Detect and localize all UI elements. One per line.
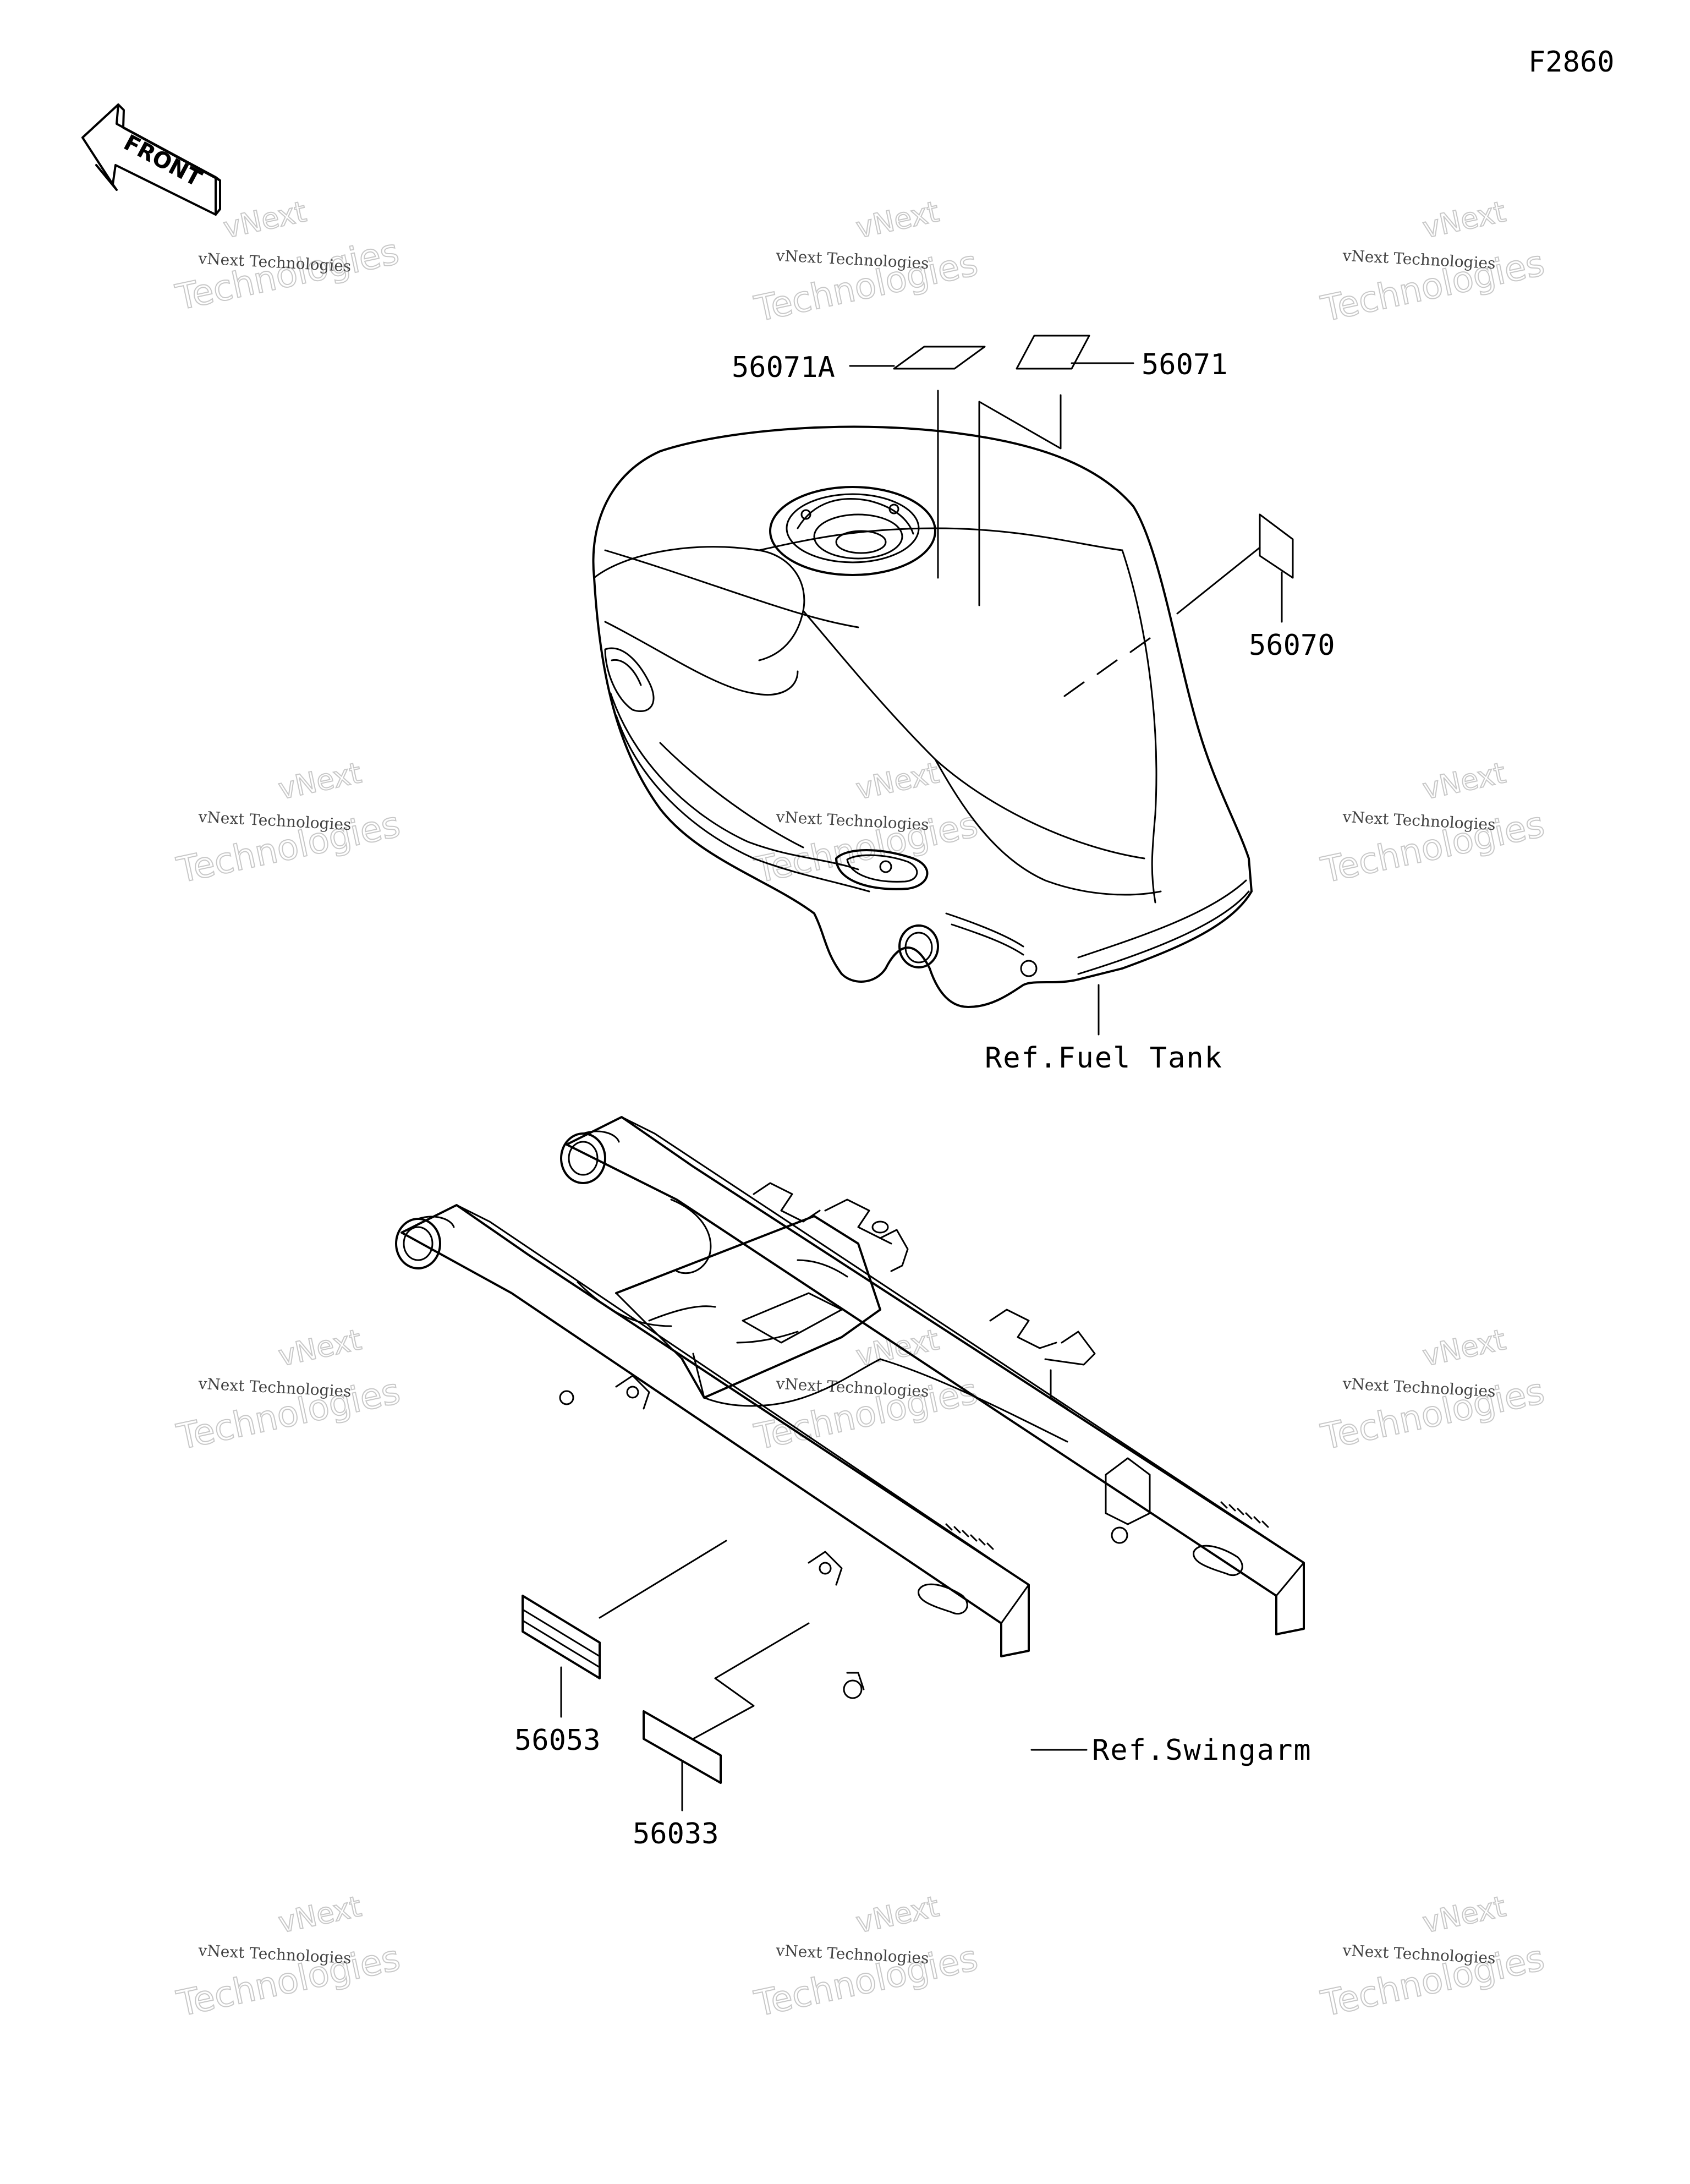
watermark: vNext Technologies vNext Technologies (173, 1890, 404, 2026)
front-arrow-label: FRONT (119, 130, 206, 192)
decal-56033-icon (643, 1710, 722, 1784)
ref-fuel-tank-label: Ref.Fuel Tank (985, 1042, 1223, 1075)
decal-56053-icon (522, 1595, 601, 1679)
svg-text:vNext: vNext (221, 195, 309, 245)
ref-swingarm-label: Ref.Swingarm (1092, 1734, 1312, 1767)
decal-56070-icon (1259, 513, 1294, 579)
swingarm-drawing (395, 1116, 1305, 1699)
svg-text:vNext: vNext (1420, 1890, 1508, 1940)
svg-text:vNext: vNext (853, 757, 942, 806)
front-arrow-icon: FRONT (81, 103, 221, 216)
svg-text:vNext: vNext (853, 1890, 942, 1940)
watermark: vNext Technologies vNext Technologies (750, 195, 982, 331)
watermark: vNext Technologies vNext Technologies (1317, 1890, 1549, 2026)
watermarks: vNext Technologies vNext Technologies vN… (172, 195, 1549, 2026)
watermark: vNext Technologies vNext Technologies (1317, 756, 1549, 892)
figure-code: F2860 (1528, 46, 1615, 79)
decal-56071a-icon (893, 346, 986, 370)
svg-text:vNext: vNext (1420, 757, 1508, 806)
watermark: vNext Technologies vNext Technologies (173, 756, 404, 892)
swingarm-labels: 56053 56033 Ref.Swingarm (514, 1540, 1312, 1851)
svg-text:vNext: vNext (276, 1323, 364, 1373)
watermark: vNext Technologies vNext Technologies (1317, 195, 1549, 331)
svg-text:Technologies: Technologies (172, 232, 403, 319)
svg-text:vNext: vNext (276, 1890, 364, 1940)
svg-text:vNext: vNext (1420, 1323, 1508, 1373)
watermark: vNext Technologies vNext Technologies (173, 1323, 404, 1459)
decal-56071-icon (1016, 335, 1090, 370)
watermark: vNext Technologies vNext Technologies (750, 1890, 982, 2026)
part-label-56071a: 56071A (732, 351, 835, 384)
part-label-56053: 56053 (514, 1724, 601, 1757)
watermark: vNext Technologies vNext Technologies (172, 195, 403, 319)
svg-text:vNext: vNext (276, 757, 364, 806)
watermark: vNext Technologies vNext Technologies (750, 1323, 982, 1459)
part-label-56033: 56033 (633, 1818, 719, 1851)
watermark: vNext Technologies vNext Technologies (1317, 1323, 1549, 1459)
fuel-tank-drawing (592, 425, 1253, 1008)
watermark: vNext Technologies vNext Technologies (750, 756, 982, 892)
part-label-56070: 56070 (1249, 629, 1335, 662)
fuel-tank-labels: 56071A 56071 56070 Ref.Fuel Tank (732, 335, 1335, 1075)
svg-text:vNext: vNext (853, 195, 942, 245)
part-label-56071: 56071 (1142, 348, 1228, 381)
svg-text:vNext: vNext (1420, 195, 1508, 245)
